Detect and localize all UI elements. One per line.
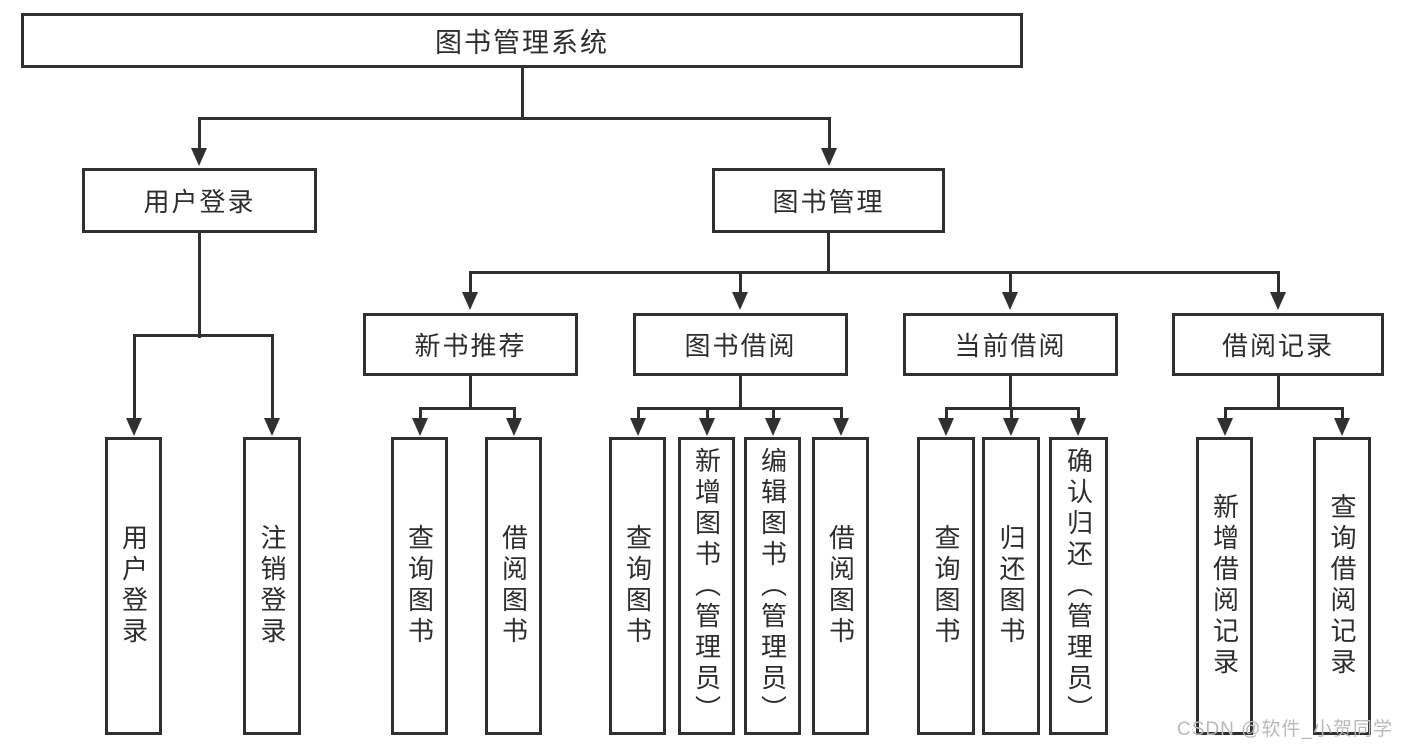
arrow-down-icon xyxy=(126,418,142,436)
connector-hline xyxy=(469,270,1280,274)
connector-hline xyxy=(419,406,516,410)
arrow-down-icon xyxy=(938,418,954,436)
node-search-borrow-record: 查询借阅记录 xyxy=(1313,437,1371,735)
node-add-book-admin: 新增图书（管理员） xyxy=(678,437,735,735)
connector-hline xyxy=(945,406,1080,410)
node-search-books-borrow: 查询图书 xyxy=(609,437,666,735)
connector-arrow-stem xyxy=(132,335,136,420)
connector-hline xyxy=(198,116,831,120)
node-search-books-recommend: 查询图书 xyxy=(391,437,448,735)
node-logout: 注销登录 xyxy=(243,437,301,735)
connector-arrow-stem xyxy=(771,408,775,420)
node-user-login-branch: 用户登录 xyxy=(82,168,317,233)
arrow-down-icon xyxy=(821,148,837,166)
connector-vline xyxy=(1276,376,1280,410)
connector-arrow-stem xyxy=(512,408,516,420)
node-search-books-current: 查询图书 xyxy=(917,437,975,735)
connector-arrow-stem xyxy=(636,408,640,420)
arrow-down-icon xyxy=(732,292,748,310)
connector-arrow-stem xyxy=(1009,408,1013,420)
node-borrow-book: 借阅图书 xyxy=(812,437,869,735)
connector-arrow-stem xyxy=(738,272,742,294)
node-borrowing-records: 借阅记录 xyxy=(1172,313,1384,376)
connector-hline xyxy=(637,406,843,410)
connector-arrow-stem xyxy=(1223,408,1227,420)
connector-vline xyxy=(826,233,830,274)
arrow-down-icon xyxy=(191,148,207,166)
connector-vline xyxy=(1008,376,1012,410)
connector-arrow-stem xyxy=(1276,272,1280,294)
connector-arrow-stem xyxy=(839,408,843,420)
arrow-down-icon xyxy=(1002,292,1018,310)
connector-arrow-stem xyxy=(827,118,831,150)
connector-arrow-stem xyxy=(468,272,472,294)
node-library-management-system: 图书管理系统 xyxy=(21,13,1023,68)
node-book-management-branch: 图书管理 xyxy=(712,168,945,233)
connector-vline xyxy=(468,376,472,410)
node-current-borrowing: 当前借阅 xyxy=(903,313,1118,376)
arrow-down-icon xyxy=(833,418,849,436)
arrow-down-icon xyxy=(264,418,280,436)
node-return-book: 归还图书 xyxy=(982,437,1040,735)
connector-arrow-stem xyxy=(705,408,709,420)
watermark: CSDN @软件_小贺同学 xyxy=(1177,719,1393,740)
node-new-book-recommend: 新书推荐 xyxy=(363,313,578,376)
connector-arrow-stem xyxy=(944,408,948,420)
arrow-down-icon xyxy=(462,292,478,310)
connector-hline xyxy=(1224,406,1344,410)
node-book-borrowing: 图书借阅 xyxy=(633,313,848,376)
arrow-down-icon xyxy=(1070,418,1086,436)
connector-arrow-stem xyxy=(418,408,422,420)
arrow-down-icon xyxy=(1270,292,1286,310)
arrow-down-icon xyxy=(506,418,522,436)
connector-arrow-stem xyxy=(270,335,274,420)
connector-vline xyxy=(738,376,742,410)
arrow-down-icon xyxy=(630,418,646,436)
arrow-down-icon xyxy=(1217,418,1233,436)
connector-hline xyxy=(133,333,274,337)
arrow-down-icon xyxy=(412,418,428,436)
node-edit-book-admin: 编辑图书（管理员） xyxy=(744,437,801,735)
node-borrow-books-recommend: 借阅图书 xyxy=(485,437,542,735)
node-add-borrow-record: 新增借阅记录 xyxy=(1196,437,1253,735)
connector-vline xyxy=(197,233,201,338)
connector-vline xyxy=(520,68,524,120)
arrow-down-icon xyxy=(1003,418,1019,436)
connector-arrow-stem xyxy=(1340,408,1344,420)
connector-arrow-stem xyxy=(1076,408,1080,420)
arrow-down-icon xyxy=(765,418,781,436)
connector-arrow-stem xyxy=(1008,272,1012,294)
arrow-down-icon xyxy=(1334,418,1350,436)
node-confirm-return-admin: 确认归还（管理员） xyxy=(1049,437,1108,735)
arrow-down-icon xyxy=(699,418,715,436)
connector-arrow-stem xyxy=(197,118,201,150)
node-user-login: 用户登录 xyxy=(105,437,162,735)
